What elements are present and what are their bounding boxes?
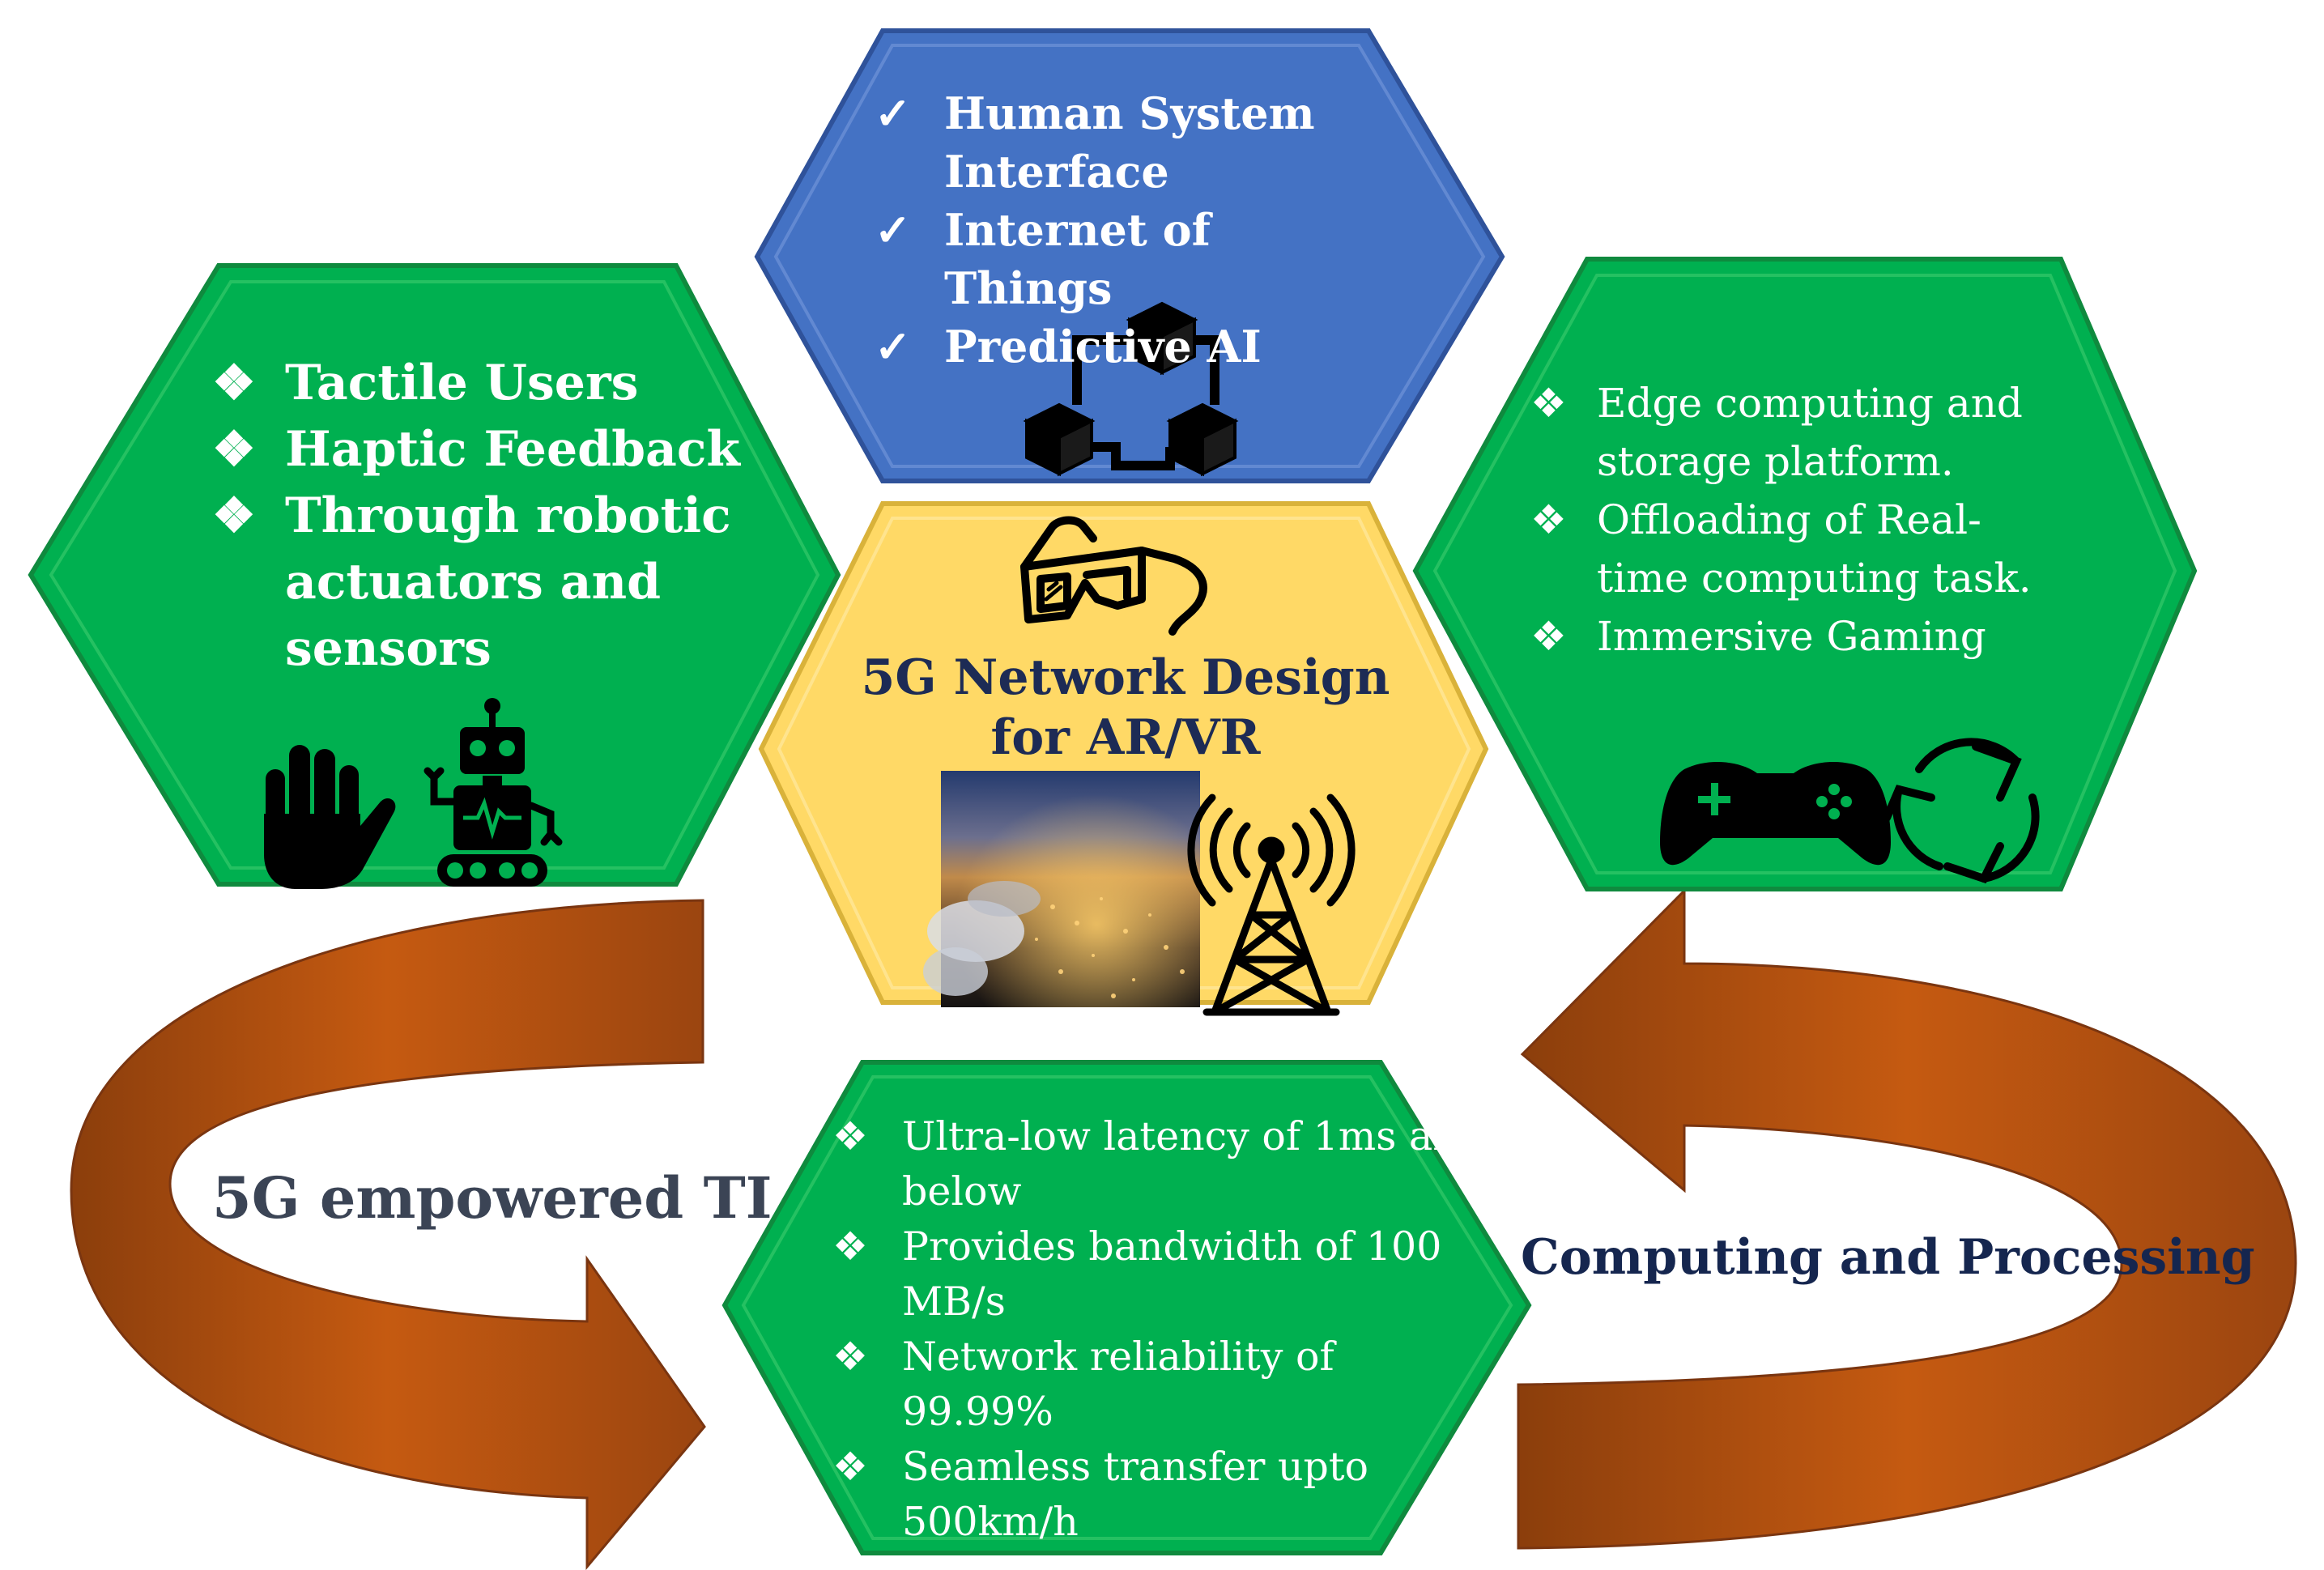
list-item: ❖Tactile Users [212,350,747,416]
diamond-bullet-icon: ❖ [832,1113,868,1159]
list-item: ❖Network reliability of 99.99% [832,1330,1496,1440]
top-hexagon-text: ✓Human System Interface ✓Internet of Thi… [875,84,1393,376]
left-hexagon-text: ❖Tactile Users ❖Haptic Feedback ❖Through… [212,350,747,682]
list-item: ❖Edge computing and storage platform. [1530,374,2065,491]
diamond-bullet-icon: ❖ [832,1223,868,1270]
left-arrow-label: 5G empowered TI [212,1164,773,1232]
network-blocks-icon [1023,301,1239,477]
top-bullet-list: ✓Human System Interface ✓Internet of Thi… [875,84,1393,376]
list-item: ❖Provides bandwidth of 100 MB/s [832,1219,1496,1330]
diamond-bullet-icon: ❖ [1530,380,1567,427]
left-bullet-list: ❖Tactile Users ❖Haptic Feedback ❖Through… [212,350,747,682]
right-hexagon-text: ❖Edge computing and storage platform. ❖O… [1530,374,2065,666]
list-item: ❖Haptic Feedback [212,416,747,483]
bottom-hexagon-text: ❖Ultra-low latency of 1ms and below ❖Pro… [832,1109,1496,1550]
diamond-bullet-icon: ❖ [212,487,256,544]
list-item: ❖Through robotic actuators and sensors [212,483,747,682]
hand-icon [264,745,396,889]
list-item: ❖Ultra-low latency of 1ms and below [832,1109,1496,1219]
list-item: ✓Internet of Things [875,201,1393,317]
center-title-line1: 5G Network Design [861,649,1390,706]
bottom-bullet-list: ❖Ultra-low latency of 1ms and below ❖Pro… [832,1109,1496,1550]
right-curved-arrow [1517,887,2297,1550]
center-title-line2: for AR/VR [990,709,1261,766]
left-hexagon [28,263,841,887]
right-bullet-list: ❖Edge computing and storage platform. ❖O… [1530,374,2065,666]
list-item: ❖Immersive Gaming [1530,607,2065,666]
top-hexagon [754,28,1505,483]
list-item: ✓Human System Interface [875,84,1393,201]
diamond-bullet-icon: ❖ [212,355,256,411]
checkmark-icon: ✓ [875,87,912,139]
right-hexagon [1412,257,2198,891]
center-title: 5G Network Design for AR/VR [842,648,1409,768]
checkmark-icon: ✓ [875,321,912,372]
list-item: ✓Predictive AI [875,317,1393,376]
diamond-bullet-icon: ❖ [1530,496,1567,543]
left-curved-arrow [70,899,706,1570]
list-item: ❖Seamless transfer upto 500km/h [832,1440,1496,1550]
refresh-cycle-icon [1883,738,2040,884]
vr-glasses-icon [1020,516,1207,636]
diamond-bullet-icon: ❖ [212,421,256,478]
list-item: ❖Offloading of Real-time computing task. [1530,491,2065,607]
right-arrow-label: Computing and Processing [1521,1229,2255,1286]
gamepad-icon [1660,761,1891,866]
city-photo [923,771,1200,1007]
diamond-bullet-icon: ❖ [1530,613,1567,660]
diamond-bullet-icon: ❖ [832,1444,868,1490]
bottom-hexagon [721,1060,1532,1555]
cell-tower-icon [1187,794,1356,1016]
robot-icon [424,698,563,887]
diamond-bullet-icon: ❖ [832,1334,868,1380]
checkmark-icon: ✓ [875,204,912,256]
